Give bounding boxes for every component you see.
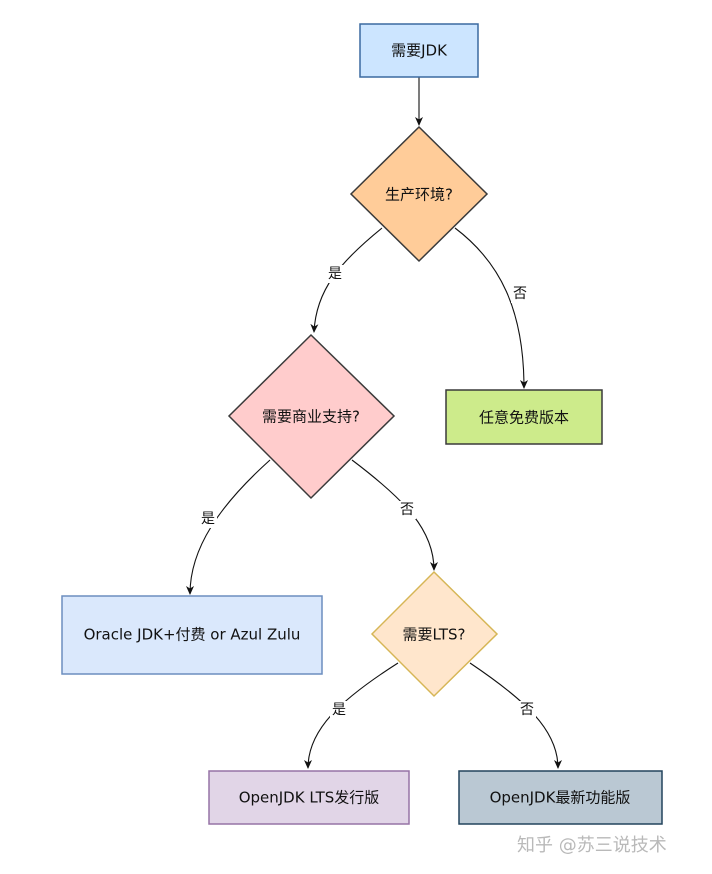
svg-text:OpenJDK最新功能版: OpenJDK最新功能版 [490, 789, 631, 807]
edge-label-production-yes: 是 [326, 265, 344, 283]
node-oracle-jdk: Oracle JDK+付费 or Azul Zulu [61, 595, 323, 675]
svg-text:是: 是 [332, 702, 346, 718]
svg-text:否: 否 [400, 502, 414, 518]
node-any-free-version: 任意免费版本 [445, 389, 603, 445]
node-commercial-support-decision: 需要商业支持? [227, 333, 396, 500]
svg-text:是: 是 [328, 266, 342, 282]
svg-text:OpenJDK LTS发行版: OpenJDK LTS发行版 [239, 789, 380, 807]
node-production-decision: 生产环境? [349, 125, 489, 263]
watermark-text: 知乎 @苏三说技术 [517, 835, 667, 856]
svg-text:任意免费版本: 任意免费版本 [479, 409, 569, 427]
edge-label-commercial-no: 否 [398, 501, 416, 519]
edge-label-lts-no: 否 [518, 701, 536, 719]
edge-label-lts-yes: 是 [330, 701, 348, 719]
svg-text:需要商业支持?: 需要商业支持? [262, 408, 360, 426]
node-need-jdk: 需要JDK [359, 23, 479, 78]
edge-label-production-no: 否 [511, 285, 529, 303]
svg-text:需要JDK: 需要JDK [391, 42, 448, 60]
edge-lts-yes [304, 662, 399, 769]
svg-text:生产环境?: 生产环境? [385, 186, 453, 204]
node-openjdk-latest: OpenJDK最新功能版 [458, 770, 663, 825]
edge-production-yes [310, 227, 383, 333]
edge-lts-no [469, 662, 562, 769]
svg-text:Oracle JDK+付费 or Azul Zulu: Oracle JDK+付费 or Azul Zulu [84, 626, 301, 644]
svg-text:是: 是 [201, 511, 215, 527]
svg-text:否: 否 [520, 702, 534, 718]
node-openjdk-lts: OpenJDK LTS发行版 [208, 770, 410, 825]
node-lts-decision: 需要LTS? [370, 570, 499, 698]
edge-commercial-no [351, 459, 438, 571]
svg-text:需要LTS?: 需要LTS? [403, 626, 466, 644]
edge-production-no [454, 227, 528, 389]
svg-text:否: 否 [513, 286, 527, 302]
edge-label-commercial-yes: 是 [199, 510, 217, 528]
